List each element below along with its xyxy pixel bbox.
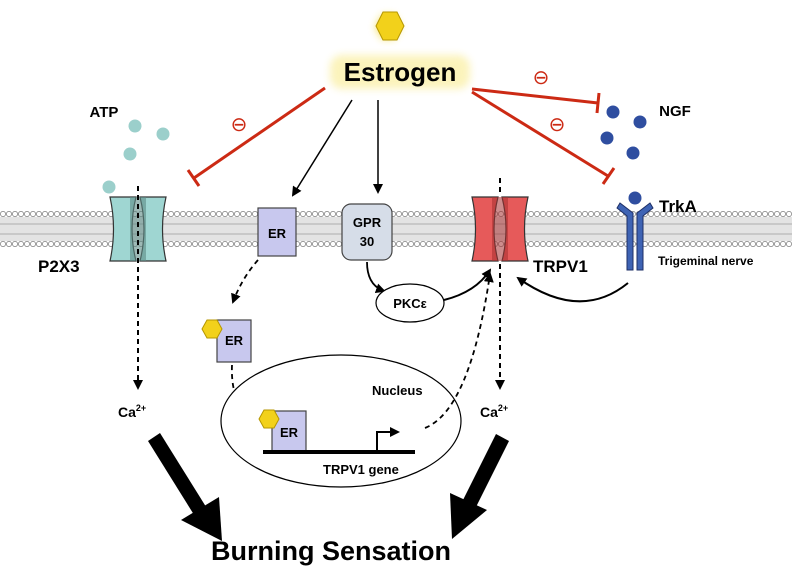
trka-receptor-icon <box>616 202 654 271</box>
estrogen-hexagon <box>375 11 405 41</box>
arrow-trka-to-trpv1 <box>516 276 629 303</box>
arrow-estrogen-to-er <box>291 99 353 197</box>
arrow-gene-to-trpv1 <box>424 272 494 429</box>
arrow-pkc-to-trpv1 <box>443 268 492 301</box>
inhibit-ngf <box>471 87 601 114</box>
transcription-start-arrow <box>376 427 400 452</box>
trpv1-channel-icon <box>471 196 529 262</box>
nucleus-er-label: ER <box>280 425 299 440</box>
atp-molecules <box>102 119 170 194</box>
pkc-oval <box>375 283 445 323</box>
ngf-molecules <box>600 105 647 205</box>
arrow-er-internalize <box>231 259 259 304</box>
atp-label: ATP <box>90 104 119 121</box>
er-bound-estrogen-icon <box>201 319 223 339</box>
nucleus-label: Nucleus <box>372 383 423 398</box>
estrogen-label: Estrogen <box>344 57 457 87</box>
er-membrane-label: ER <box>268 226 287 241</box>
trigeminal-nerve-label: Trigeminal nerve <box>658 254 754 268</box>
pkc-label: PKCε <box>393 296 427 311</box>
ca-right-label: Ca2+ <box>480 403 508 420</box>
ngf-label: NGF <box>659 103 691 120</box>
er-membrane-box <box>257 207 297 257</box>
inhibit-trka <box>471 90 616 185</box>
er-bound-label: ER <box>225 333 244 348</box>
p2x3-channel-icon <box>109 196 167 262</box>
gpr30-label-line2: 30 <box>360 234 374 249</box>
trpv1-gene-label: TRPV1 gene <box>323 462 399 477</box>
burning-sensation-label: Burning Sensation <box>211 536 451 566</box>
estrogen-molecule-icon <box>375 11 405 41</box>
ca-left-label: Ca2+ <box>118 403 146 420</box>
thick-arrow-right <box>450 434 509 539</box>
arrow-gpr30-to-pkc <box>366 261 386 294</box>
inhibit-p2x3 <box>186 86 326 187</box>
inhibit-symbol-ngf: ⊖ <box>533 67 550 89</box>
inhibit-symbol-trka: ⊖ <box>549 114 566 136</box>
gpr30-label-line1: GPR <box>353 215 382 230</box>
estrogen-glow <box>330 55 470 89</box>
gpr30-box <box>341 203 393 261</box>
thick-arrow-left <box>148 433 222 541</box>
p2x3-label: P2X3 <box>38 257 80 276</box>
nucleus-estrogen-icon <box>258 409 280 429</box>
trpv1-label: TRPV1 <box>533 257 588 276</box>
trka-label: TrkA <box>659 197 697 216</box>
inhibit-symbol-p2x3: ⊖ <box>231 114 248 136</box>
er-bound-box <box>216 319 252 363</box>
